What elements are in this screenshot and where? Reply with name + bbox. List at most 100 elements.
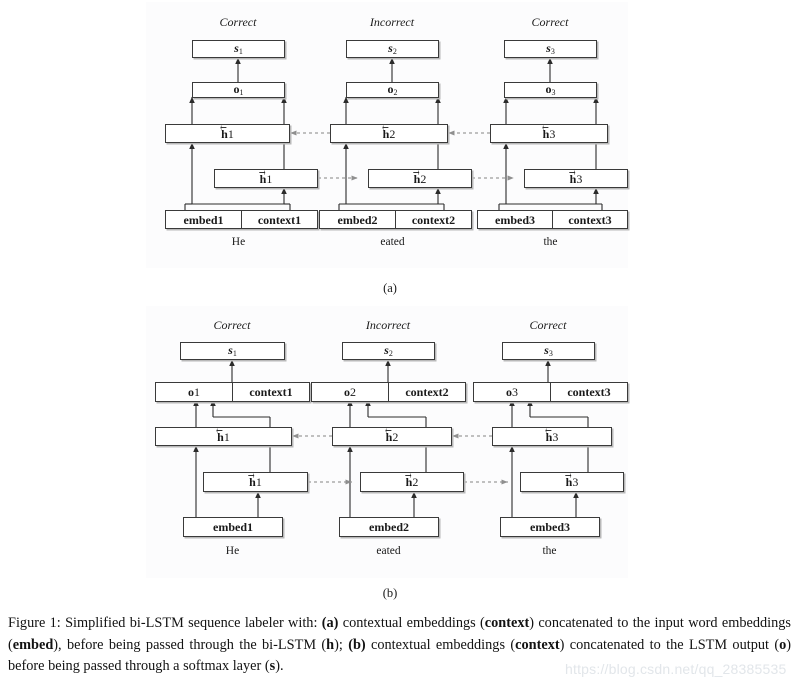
right-arrow-accent-icon — [412, 169, 420, 175]
symbol-s: s — [228, 343, 233, 357]
caption-o-bold-b: o — [779, 636, 787, 653]
caption-h-bold-a: h — [326, 636, 335, 653]
symbol-h: h — [565, 475, 573, 489]
subscript-1: 1 — [286, 385, 293, 399]
panel-a-score-box-2: s2 — [346, 40, 439, 58]
symbol-s: s — [546, 41, 551, 55]
subscript-1: 1 — [239, 88, 244, 97]
panel-a-score-box-1: s1 — [192, 40, 285, 58]
panel-a-word-label-1: He — [231, 236, 246, 248]
caption-context-bold-a: context — [484, 615, 530, 631]
caption-part-b-text-3: ) before being passed through a softmax … — [8, 636, 792, 675]
panel-a-word-label-3: the — [543, 236, 558, 248]
context-label: context — [249, 385, 287, 399]
subscript-3: 3 — [605, 212, 612, 227]
panel-b-word-label-1: He — [225, 545, 240, 557]
caption-part-a-text-1: contextual embeddings ( — [338, 615, 485, 631]
subscript-2: 2 — [350, 385, 356, 399]
subscript-1: 1 — [247, 520, 253, 534]
context-label: context — [568, 212, 606, 227]
subscript-3: 3 — [551, 88, 556, 97]
symbol-o: o — [387, 82, 394, 96]
symbol-o: o — [233, 82, 240, 96]
figure-caption: Figure 1: Simplified bi-LSTM sequence la… — [8, 613, 791, 678]
symbol-h: h — [385, 429, 393, 444]
h-forward-symbol: h — [258, 169, 266, 185]
subscript-3: 3 — [576, 171, 583, 186]
embed-label: embed — [369, 520, 403, 534]
embed-label: embed — [337, 212, 372, 227]
subscript-1: 1 — [227, 126, 234, 141]
panel-b-word-label-3: the — [542, 545, 557, 557]
h-backward-symbol: h — [382, 124, 389, 140]
panel-a-output-box-2: o2 — [346, 82, 439, 98]
subfigure-label-b: (b) — [382, 586, 398, 600]
symbol-h: h — [569, 171, 577, 186]
subscript-1: 1 — [194, 385, 200, 399]
subscript-2: 2 — [412, 475, 419, 489]
symbol-h: h — [545, 429, 553, 444]
caption-s-bold-b: s — [269, 658, 276, 675]
subscript-3: 3 — [549, 126, 556, 141]
embed-label: embed — [495, 212, 529, 227]
panel-a-column-heading-2: Incorrect — [369, 15, 415, 29]
panel-a-column-heading-3: Correct — [531, 15, 569, 29]
subscript-2: 2 — [442, 385, 449, 399]
subscript-2: 2 — [392, 47, 397, 56]
symbol-s: s — [388, 41, 393, 55]
caption-part-a-text-3: ), before being passed through the bi-LS… — [53, 636, 327, 653]
left-arrow-accent-icon — [220, 124, 227, 130]
panel-a-output-box-3: o3 — [504, 82, 597, 98]
caption-part-a-tag: (a) — [321, 615, 339, 631]
context-label: context — [405, 385, 443, 399]
context-label: context — [567, 385, 605, 399]
h-backward-symbol: h — [542, 124, 549, 140]
embed-label: embed — [183, 212, 218, 227]
panel-a-output-box-1: o1 — [192, 82, 285, 98]
subscript-2: 2 — [388, 349, 393, 358]
h-forward-symbol: h — [568, 169, 577, 186]
caption-context-bold-b: context — [515, 636, 560, 653]
context-label: context — [411, 212, 450, 227]
h-forward-symbol: h — [564, 473, 573, 489]
caption-part-a-text-4: ); — [334, 636, 349, 653]
h-backward-symbol: h — [216, 427, 224, 443]
subscript-3: 3 — [550, 47, 555, 56]
subscript-1: 1 — [295, 212, 302, 227]
h-backward-symbol: h — [220, 124, 228, 140]
caption-embed-bold-a: embed — [12, 636, 54, 653]
symbol-o: o — [188, 385, 194, 399]
caption-part-a-text-2: ) concatenated to the input word embeddi… — [8, 615, 791, 653]
right-arrow-accent-icon — [564, 473, 572, 479]
right-arrow-accent-icon — [258, 169, 266, 175]
subscript-2: 2 — [393, 88, 398, 97]
symbol-o: o — [506, 385, 512, 399]
panel-b-column-heading-2: Incorrect — [365, 318, 411, 332]
subfigure-label-a: (a) — [383, 281, 397, 295]
subscript-1: 1 — [217, 212, 224, 227]
left-arrow-accent-icon — [385, 427, 392, 433]
